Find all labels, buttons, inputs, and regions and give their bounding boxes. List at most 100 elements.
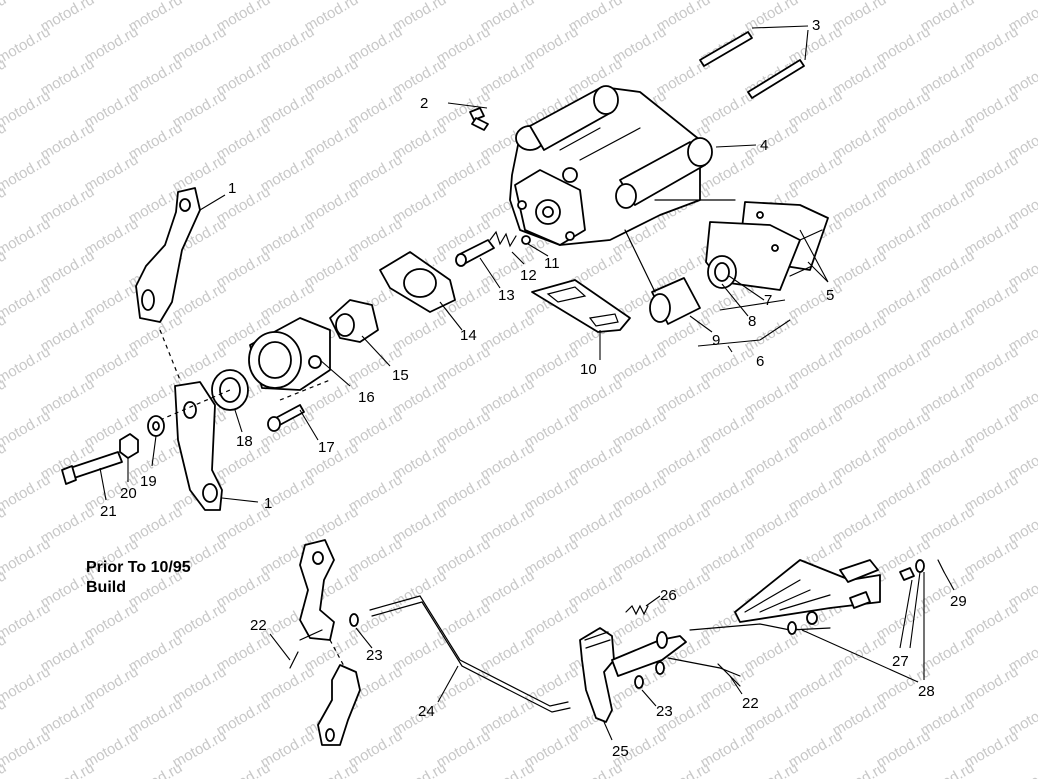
callout-11: 11	[544, 255, 560, 272]
callout-23: 23	[366, 647, 383, 664]
watermark-text: motod.ru	[0, 759, 9, 779]
watermark-text: motod.ru	[0, 727, 53, 771]
part-18-seal	[211, 369, 249, 411]
part-24-rod	[369, 595, 571, 713]
brake-arm-lower	[317, 664, 361, 746]
callout-16: 16	[358, 389, 375, 406]
callout-1: 1	[264, 495, 272, 512]
part-11-12-spring	[489, 230, 531, 248]
part-10-boot	[531, 279, 631, 333]
part-15-adapter	[329, 299, 379, 343]
watermark-text: motod.ru	[654, 759, 714, 779]
leader-lines	[99, 25, 955, 741]
guide-line	[667, 657, 741, 677]
watermark-text: motod.ru	[0, 279, 53, 323]
callout-2: 2	[420, 95, 428, 112]
part-20-nut	[119, 433, 139, 459]
part-19-washer	[147, 415, 165, 437]
callout-7: 7	[764, 292, 772, 309]
callout-1: 1	[228, 180, 236, 197]
watermark-text: motod.ru	[1006, 759, 1038, 779]
watermark-text: motod.ru	[214, 759, 274, 779]
callout-26: 26	[660, 587, 677, 604]
guide-line	[689, 623, 831, 631]
guide-line	[159, 379, 331, 421]
watermark-text: motod.ru	[0, 663, 53, 707]
part-21-bolt	[61, 451, 123, 485]
callout-22: 22	[742, 695, 759, 712]
watermark-text: motod.ru	[0, 151, 53, 195]
watermark-text: motod.ru	[0, 535, 53, 579]
part-7-8-cup-seal	[707, 255, 737, 289]
watermark-text: motod.ru	[918, 759, 978, 779]
brake-arm-upper	[299, 539, 335, 641]
watermark-text: motod.ru	[0, 0, 9, 35]
callout-27: 27	[892, 653, 909, 670]
guide-line	[159, 329, 181, 381]
part-25-brake-pedal	[579, 627, 687, 723]
part-14-gasket	[379, 251, 456, 313]
callout-17: 17	[318, 439, 335, 456]
part-13-pushrod	[455, 239, 495, 267]
callout-6: 6	[756, 353, 764, 370]
callout-labels: 1 1 2 3 4 5 6 7 8 9 10 11 12 13 14 15 16…	[100, 17, 967, 760]
watermark-text: motod.ru	[0, 0, 53, 3]
watermark-text: motod.ru	[478, 759, 538, 779]
callout-13: 13	[498, 287, 515, 304]
watermark-text: motod.ru	[0, 23, 53, 67]
callout-22: 22	[250, 617, 267, 634]
callout-28: 28	[918, 683, 935, 700]
part-29-pin	[937, 559, 945, 573]
note-line-1: Prior To 10/95	[86, 559, 191, 576]
callout-20: 20	[120, 485, 137, 502]
callout-15: 15	[392, 367, 409, 384]
callout-9: 9	[712, 332, 720, 349]
part-26-spring	[625, 604, 649, 616]
watermark-text: motod.ru	[38, 759, 98, 779]
watermark-text: motod.ru	[0, 471, 53, 515]
watermark-text: motod.ru	[0, 407, 53, 451]
guide-line	[329, 639, 346, 669]
part-2-bleeder-screw	[469, 107, 489, 131]
callout-12: 12	[520, 267, 537, 284]
callout-24: 24	[418, 703, 435, 720]
part-3-pins	[699, 31, 805, 99]
watermark-text: motod.ru	[0, 215, 53, 259]
callout-19: 19	[140, 473, 157, 490]
part-1-lever-lower	[174, 381, 223, 511]
part-27-bushings	[806, 567, 915, 625]
callout-29: 29	[950, 593, 967, 610]
part-16-housing	[248, 317, 331, 391]
callout-14: 14	[460, 327, 477, 344]
part-23-washers	[349, 613, 644, 689]
callout-25: 25	[612, 743, 629, 760]
watermark-text: motod.ru	[742, 759, 802, 779]
watermark-text: motod.ru	[0, 343, 53, 387]
part-9-piston	[649, 277, 701, 325]
part-5-brackets	[705, 201, 829, 291]
callout-8: 8	[748, 313, 756, 330]
part-17-bolt	[267, 404, 305, 432]
watermark-text: motod.ru	[390, 759, 450, 779]
callout-4: 4	[760, 137, 768, 154]
watermark-text: motod.ru	[126, 759, 186, 779]
note-line-2: Build	[86, 579, 126, 596]
part-22-cotter-pins	[289, 629, 741, 687]
watermark-text: motod.ru	[0, 87, 53, 131]
part-1-lever-upper	[135, 187, 201, 323]
watermark-text: motod.ru	[0, 599, 53, 643]
callout-23: 23	[656, 703, 673, 720]
callout-10: 10	[580, 361, 597, 378]
part-4-master-cylinder	[509, 85, 713, 246]
callout-3: 3	[812, 17, 820, 34]
footrest-bracket	[734, 559, 881, 623]
watermark-text: motod.ru	[830, 759, 890, 779]
guide-line	[624, 229, 656, 293]
watermark-text: motod.ru	[302, 759, 362, 779]
callout-21: 21	[100, 503, 117, 520]
watermark-text: motod.ru	[566, 759, 626, 779]
callout-18: 18	[236, 433, 253, 450]
callout-5: 5	[826, 287, 834, 304]
